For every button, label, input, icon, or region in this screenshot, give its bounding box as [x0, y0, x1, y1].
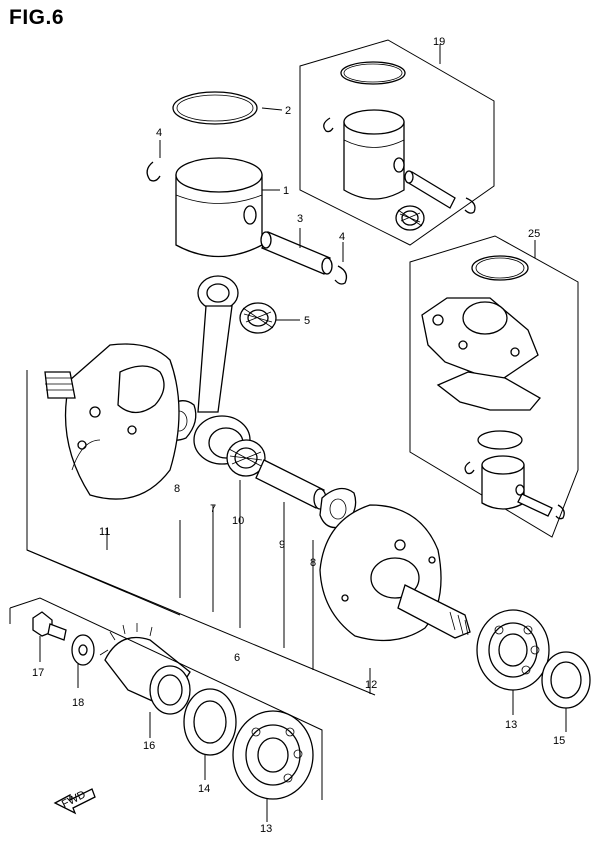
callout-6: 6: [234, 652, 240, 664]
callout-7: 7: [210, 503, 216, 515]
callout-8a: 8: [174, 483, 180, 495]
circlip-right: [334, 265, 348, 285]
callout-18: 18: [72, 697, 84, 709]
callout-19: 19: [433, 36, 445, 48]
piston-pin: [260, 231, 333, 275]
callout-15: 15: [553, 735, 565, 747]
kit-25-piston-pin: [517, 493, 553, 517]
primary-drive-gear: [99, 623, 191, 715]
washer: [71, 634, 95, 666]
bearing-left: [232, 710, 314, 800]
connecting-rod: [193, 275, 251, 465]
small-end-needle-bearing: [239, 302, 277, 334]
oil-seal-right: [541, 651, 591, 709]
callout-25: 25: [528, 228, 540, 240]
callout-12: 12: [365, 679, 377, 691]
crankshaft-half-right: [319, 504, 471, 642]
kit-19-piston-pin: [404, 170, 456, 209]
kit-19-circlip-left: [323, 117, 334, 133]
callout-14: 14: [198, 783, 210, 795]
kit-25-outline: [409, 235, 579, 538]
kit-25-circlip-right: [555, 504, 565, 520]
crankshaft-half-left: [44, 343, 180, 500]
callout-10: 10: [232, 515, 244, 527]
callout-13b: 13: [260, 823, 272, 835]
callout-8b: 8: [310, 557, 316, 569]
callout-13a: 13: [505, 719, 517, 731]
figure-title: FIG.6: [9, 6, 65, 29]
callout-2: 2: [285, 105, 291, 117]
piston: [175, 157, 263, 258]
callout-11: 11: [99, 526, 110, 538]
kit-25-piston-ring: [477, 430, 523, 450]
kit-19-outline: [299, 39, 495, 246]
callout-9: 9: [279, 539, 285, 551]
fwd-arrow-icon: [53, 788, 96, 815]
kit-19-piston: [343, 109, 405, 200]
kit-25-piston: [481, 455, 525, 510]
bolt: [32, 611, 67, 641]
kit-19-needle-bearing: [395, 205, 425, 231]
crank-pin: [255, 459, 327, 510]
kit-25-base-gasket: [436, 371, 541, 411]
big-end-needle-bearing: [226, 439, 266, 477]
kit-25-circlip-left: [464, 461, 475, 475]
kit-25-o-ring: [471, 255, 529, 281]
assembly-bracket-box: [9, 597, 323, 800]
callout-4b: 4: [339, 231, 345, 243]
callout-1: 1: [283, 185, 289, 197]
callout-5: 5: [304, 315, 310, 327]
callout-17: 17: [32, 667, 44, 679]
kit-19-circlip-right: [464, 197, 476, 214]
bearing-right: [476, 609, 550, 691]
piston-ring: [172, 91, 258, 125]
kit-19-piston-ring: [340, 61, 406, 85]
circlip-left: [146, 161, 161, 182]
oil-seal-left: [183, 688, 237, 756]
callout-16: 16: [143, 740, 155, 752]
assembly-bracket-lower: [26, 480, 371, 694]
callout-4a: 4: [156, 127, 162, 139]
callout-3: 3: [297, 213, 303, 225]
kit-25-cylinder-gasket: [421, 297, 539, 383]
